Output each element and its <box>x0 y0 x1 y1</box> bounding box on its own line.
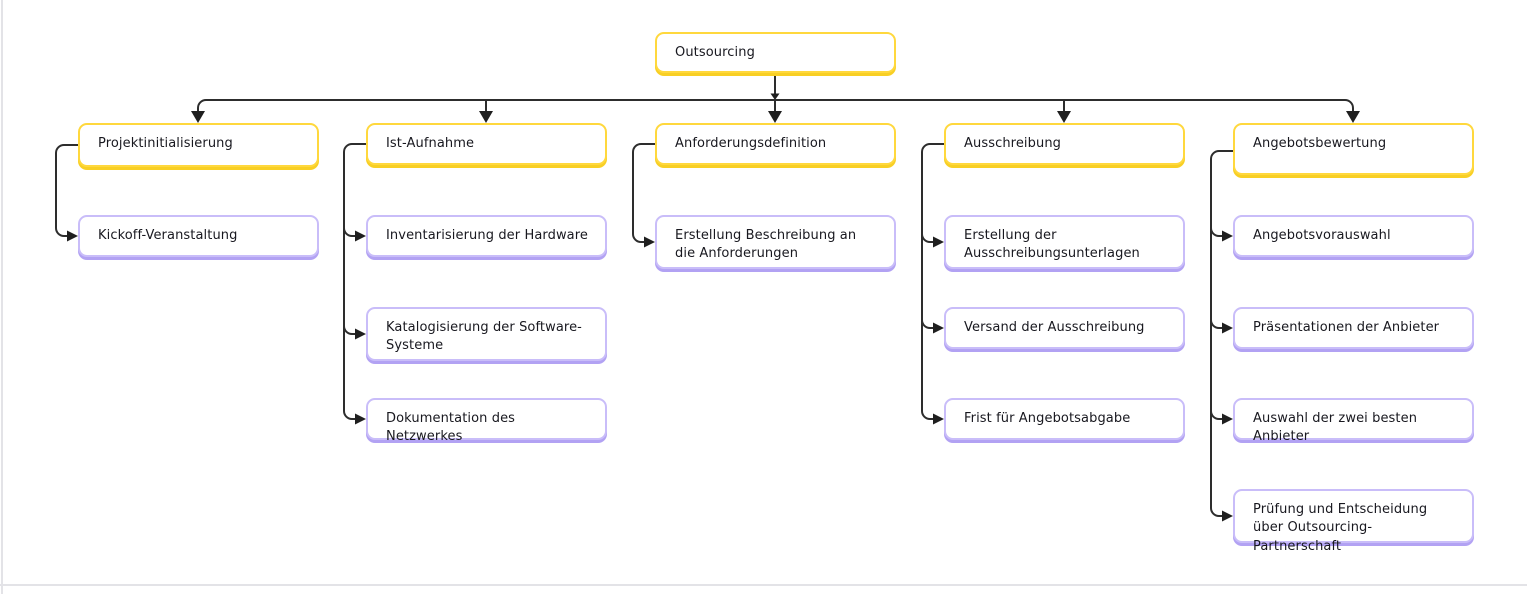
node-child-pruefung-entscheidung[interactable]: Prüfung und Entscheidung über Outsourcin… <box>1233 489 1474 554</box>
arrowhead-branch-2 <box>479 111 493 123</box>
node-branch-projektinitialisierung[interactable]: Projektinitialisierung <box>78 123 319 167</box>
arrowhead-child-2-1 <box>355 230 366 242</box>
connector-branch-5-1 <box>1210 227 1222 237</box>
connector-branch-2-1 <box>343 227 355 237</box>
connector-branch-4-1 <box>921 233 933 243</box>
arrowhead-child-5-1 <box>1222 230 1233 242</box>
arrowhead-branch-1 <box>191 111 205 123</box>
node-child-ausschreibungsunterlagen[interactable]: Erstellung der Ausschreibungsunterlagen <box>944 215 1185 269</box>
arrowhead-child-1-1 <box>67 230 78 242</box>
node-child-kickoff-veranstaltung[interactable]: Kickoff-Veranstaltung <box>78 215 319 257</box>
arrowhead-child-3-1 <box>644 236 655 248</box>
arrowhead-child-4-1 <box>933 236 944 248</box>
node-child-versand-ausschreibung[interactable]: Versand der Ausschreibung <box>944 307 1185 349</box>
node-child-erstellung-beschreibung[interactable]: Erstellung Beschreibung an die Anforderu… <box>655 215 896 269</box>
arrowhead-child-2-2 <box>355 328 366 340</box>
arrowhead-child-2-3 <box>355 413 366 425</box>
node-child-inventarisierung-hardware[interactable]: Inventarisierung der Hardware <box>366 215 607 257</box>
connector-branch-4-2 <box>921 319 933 329</box>
arrowhead-branch-5 <box>1346 111 1360 123</box>
connector-trunk-2 <box>343 143 366 420</box>
arrowhead-root-junction <box>770 93 780 100</box>
connector-trunk-3 <box>632 143 655 243</box>
arrowhead-branch-4 <box>1057 111 1071 123</box>
arrowhead-child-5-3 <box>1222 413 1233 425</box>
node-branch-angebotsbewertung[interactable]: Angebotsbewertung <box>1233 123 1474 175</box>
connector-branch-5-2 <box>1210 319 1222 329</box>
node-branch-ausschreibung[interactable]: Ausschreibung <box>944 123 1185 165</box>
arrowhead-branch-3 <box>768 111 782 123</box>
node-root-outsourcing[interactable]: Outsourcing <box>655 32 896 73</box>
node-child-auswahl-beste-anbieter[interactable]: Auswahl der zwei besten Anbieter <box>1233 398 1474 444</box>
node-child-praesentationen-anbieter[interactable]: Präsentationen der Anbieter <box>1233 307 1474 349</box>
canvas-left-edge <box>1 0 3 594</box>
arrowhead-child-5-2 <box>1222 322 1233 334</box>
arrowhead-child-5-4 <box>1222 510 1233 522</box>
connector-trunk-5 <box>1210 150 1233 517</box>
connector-branch-2-2 <box>343 325 355 335</box>
node-child-frist-angebotsabgabe[interactable]: Frist für Angebotsabgabe <box>944 398 1185 440</box>
node-child-katalogisierung-software[interactable]: Katalogisierung der Software-Systeme <box>366 307 607 361</box>
arrowhead-child-4-2 <box>933 322 944 334</box>
node-child-angebotsvorauswahl[interactable]: Angebotsvorauswahl <box>1233 215 1474 257</box>
canvas-bottom-edge <box>0 584 1527 586</box>
node-child-dokumentation-netzwerk[interactable]: Dokumentation des Netzwerkes <box>366 398 607 444</box>
connector-branch-5-3 <box>1210 410 1222 420</box>
node-branch-anforderungsdefinition[interactable]: Anforderungsdefinition <box>655 123 896 165</box>
connector-trunk-4 <box>921 143 944 420</box>
arrowhead-child-4-3 <box>933 413 944 425</box>
node-branch-ist-aufnahme[interactable]: Ist-Aufnahme <box>366 123 607 165</box>
connector-trunk-1 <box>55 144 78 237</box>
